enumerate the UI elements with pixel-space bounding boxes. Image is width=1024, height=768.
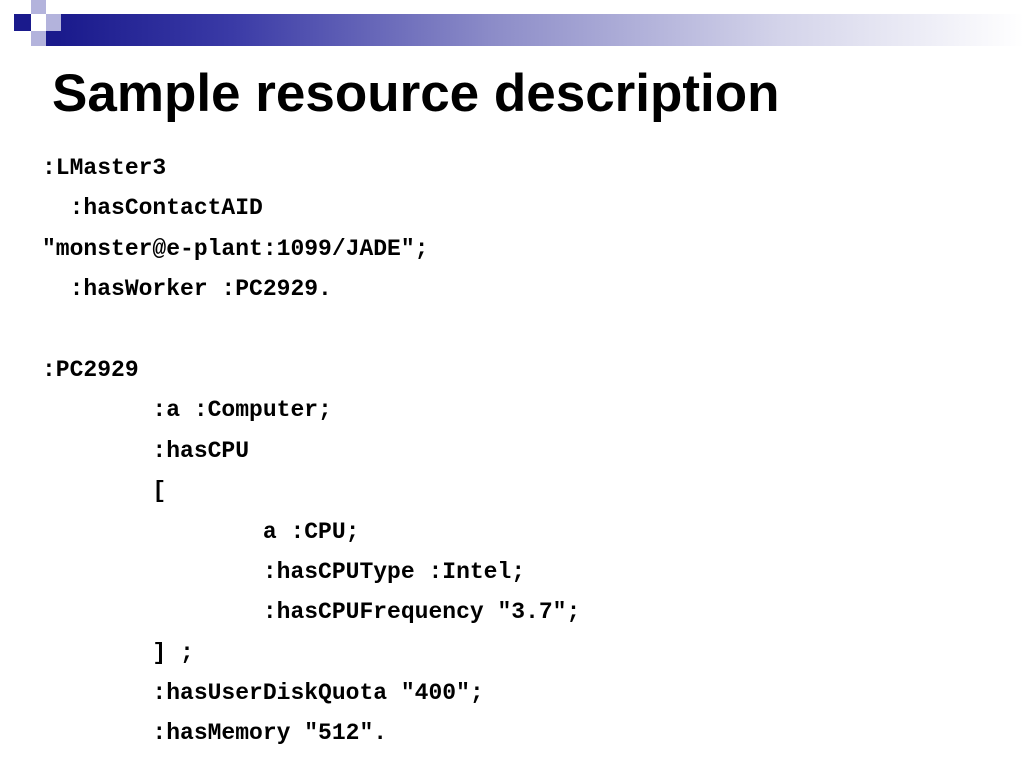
code-line: :hasCPU [42,437,250,464]
code-line: :a :Computer; [42,397,332,424]
code-block: :LMaster3 :hasContactAID "monster@e-plan… [42,148,580,754]
slide-title: Sample resource description [52,64,780,123]
code-line: :hasContactAID [42,195,263,222]
code-line [42,310,580,350]
code-line: :hasUserDiskQuota "400"; [42,680,484,707]
header-square-navy [46,31,61,46]
code-line: ] ; [42,639,194,666]
header-square-lavender [31,0,46,14]
code-line: :hasWorker :PC2929. [42,276,332,303]
code-line: a :CPU; [42,518,360,545]
header-gradient-bar [58,14,1024,46]
header-square-lavender [31,31,46,46]
code-line: :LMaster3 [42,155,167,181]
code-line: "monster@e-plant:1099/JADE"; [42,235,429,262]
header-square-lavender [46,14,61,31]
code-line: :PC2929 [42,356,139,383]
header-square-navy [14,14,31,31]
code-line: [ [42,478,167,505]
code-line: :hasCPUFrequency "3.7"; [42,599,581,626]
code-line: :hasCPUType :Intel; [42,558,526,585]
code-line: :hasMemory "512". [42,720,388,747]
